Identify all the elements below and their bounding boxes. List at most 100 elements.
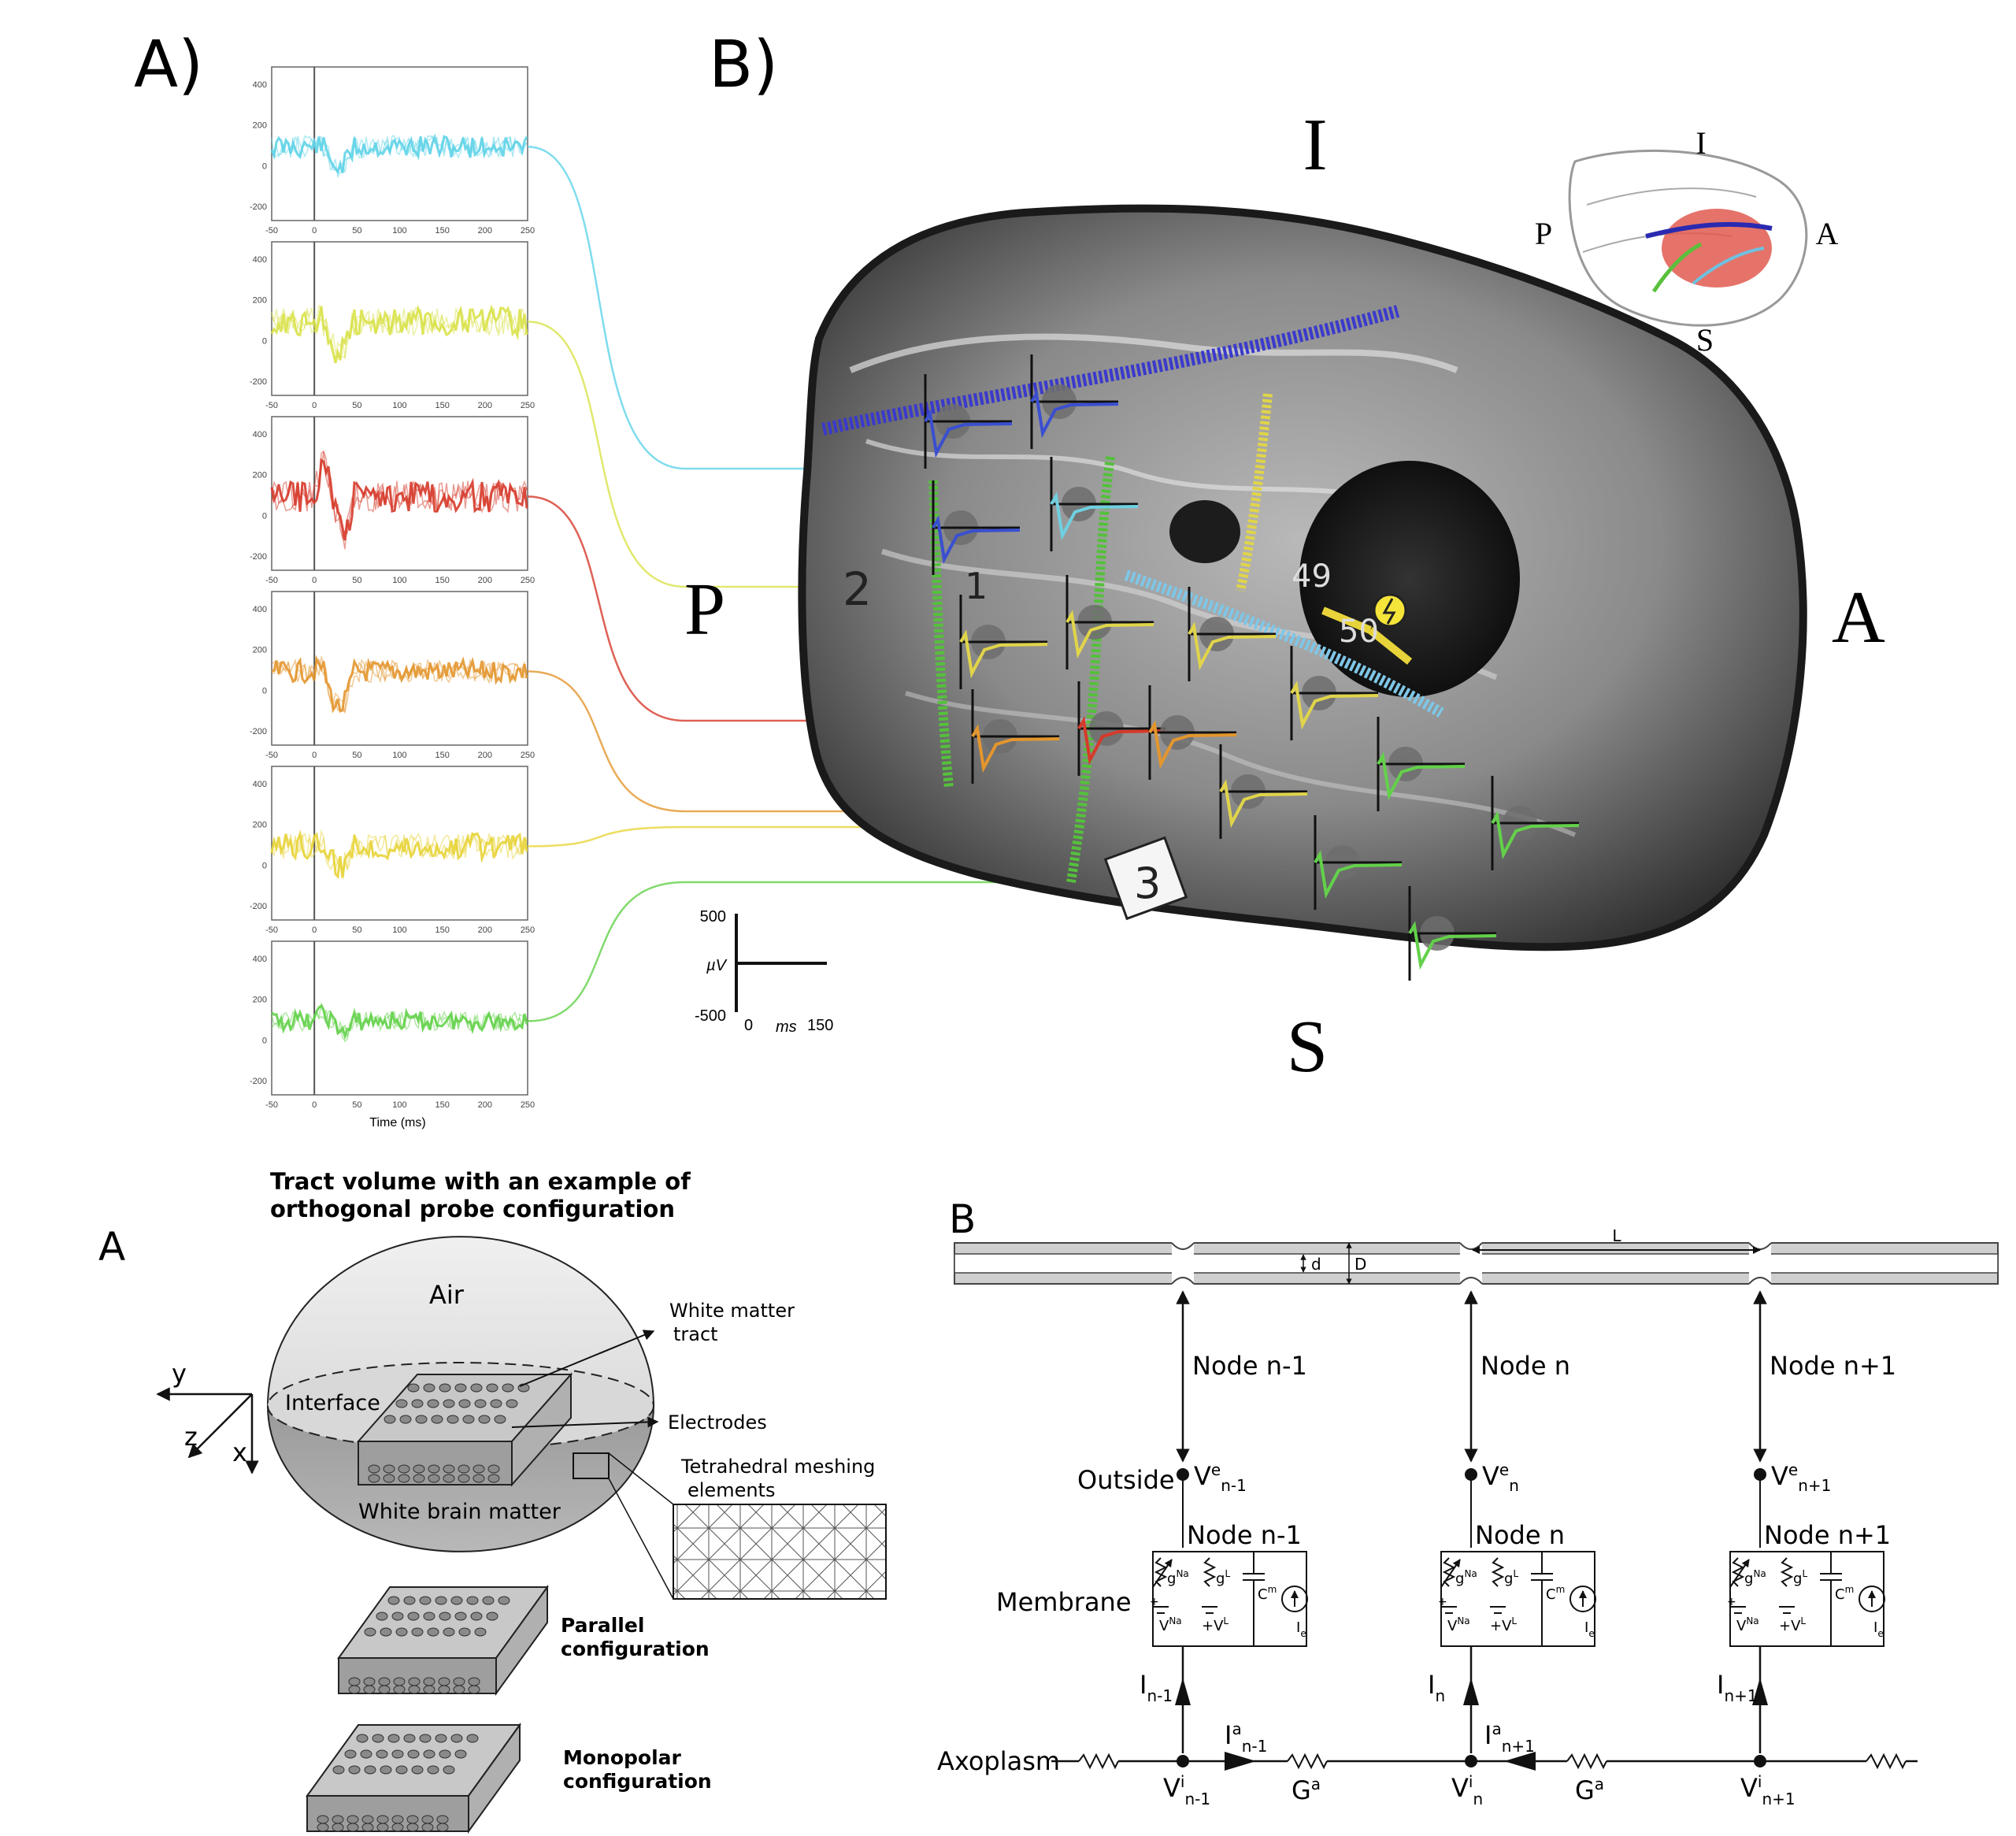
inset-orientation-left: P [1535, 216, 1552, 251]
erp-x-tick: 100 [392, 226, 406, 236]
electrode-dot [408, 1685, 421, 1694]
electrode-dot [332, 1815, 344, 1824]
erp-x-tick: 100 [392, 925, 406, 935]
electrode-dot [348, 1765, 361, 1775]
erp-x-tick: 200 [478, 751, 492, 760]
electrode-dot [494, 1415, 506, 1424]
label-parallel-line2: configuration [561, 1638, 710, 1660]
electrode-dot [407, 1749, 420, 1759]
electrode-dot [384, 1415, 396, 1424]
mesh-zoom-panel [673, 1504, 887, 1600]
erp-x-tick: 50 [352, 1100, 361, 1110]
recording-site [932, 480, 1021, 575]
electrode-dot [443, 1399, 455, 1408]
electrode-dot [406, 1823, 419, 1832]
electrode-dot [391, 1815, 404, 1824]
erp-y-tick: -200 [250, 902, 267, 911]
stimulation-symbol [1321, 593, 1413, 665]
electrode-dot [395, 1765, 408, 1775]
electrode-dot [435, 1734, 447, 1743]
electrode-dot [454, 1612, 467, 1621]
label-parallel-line1: Parallel [561, 1614, 644, 1637]
electrode-dot [421, 1823, 434, 1832]
scale-unit-t: ms [776, 1018, 797, 1036]
erp-x-tick: 200 [478, 925, 492, 935]
erp-y-tick: 200 [253, 121, 267, 131]
recording-sites [924, 354, 1580, 981]
recording-site [1219, 744, 1308, 839]
erp-trace [271, 1001, 528, 1039]
electrode-dot [398, 1464, 410, 1474]
node-label: Node n [1480, 1351, 1570, 1381]
electrode-dot [470, 1612, 483, 1621]
erp-x-tick: 250 [521, 751, 535, 760]
electrode-dot [502, 1383, 514, 1393]
v-na-label: VNa [1447, 1615, 1470, 1634]
g-na-label: gNa [1167, 1568, 1189, 1587]
electrode-dot [368, 1464, 380, 1474]
electrode-dot [436, 1815, 449, 1824]
erp-x-tick: 100 [392, 401, 406, 410]
recording-site [1188, 587, 1277, 681]
node-label-membrane: Node n+1 [1764, 1520, 1891, 1550]
axial-current-label: Ian-1 [1225, 1719, 1267, 1756]
erp-x-axis-label: Time (ms) [369, 1116, 425, 1129]
electrode-dot [363, 1685, 376, 1694]
electrode-dot [498, 1596, 510, 1605]
electrode-dot [435, 1596, 447, 1605]
electrode-strip-yellow [1236, 393, 1273, 592]
erp-y-tick: 400 [253, 80, 267, 90]
erp-y-tick: 200 [253, 296, 267, 306]
electrode-dot [407, 1612, 420, 1621]
tract-title-line1: Tract volume with an example of [270, 1168, 691, 1195]
label-mesh-line1: Tetrahedral meshing [680, 1456, 875, 1478]
electrode-dot [415, 1415, 428, 1424]
electrode-dot [391, 1612, 404, 1621]
electrode-dot [391, 1749, 404, 1759]
electrode-dot [486, 1612, 498, 1621]
electrode-dot [317, 1823, 329, 1832]
axis-z-label: z [184, 1422, 198, 1452]
electrode-dot [393, 1685, 406, 1694]
electrode-strip-green-2 [1066, 456, 1115, 883]
erp-x-tick: -50 [265, 751, 278, 760]
axial-resistor [1566, 1753, 1607, 1770]
erp-x-tick: 200 [478, 1100, 492, 1110]
resection-cavity [1299, 461, 1520, 697]
electrode-dot [364, 1627, 376, 1637]
current-label: In+1 [1717, 1670, 1758, 1705]
scale-x-end: 150 [807, 1017, 833, 1034]
electrode-dot [466, 1596, 479, 1605]
recording-site [959, 595, 1048, 689]
recording-site [1077, 681, 1166, 776]
axial-current-arrow [1225, 1752, 1256, 1771]
erp-y-tick: 200 [253, 996, 267, 1005]
erp-y-tick: 400 [253, 780, 267, 789]
erp-y-tick: 0 [262, 161, 267, 171]
erp-x-tick: 250 [521, 925, 535, 935]
vi-label: Vin-1 [1163, 1772, 1210, 1808]
vi-label: Vin+1 [1740, 1772, 1796, 1808]
electrode-dot [472, 1464, 485, 1474]
electrode-dot [317, 1815, 329, 1824]
electrode-dot [439, 1749, 451, 1759]
ve-label: Ven+1 [1771, 1460, 1831, 1495]
electrode-dot [376, 1823, 389, 1832]
axial-resistor [1866, 1753, 1907, 1770]
recording-site [1377, 717, 1466, 811]
v-l-label: +VL [1779, 1615, 1806, 1634]
tract-title-line2: orthogonal probe configuration [270, 1196, 675, 1222]
erp-x-tick: 0 [312, 401, 317, 410]
electrode-dot [423, 1677, 435, 1686]
electrode-dot [458, 1399, 471, 1408]
erp-x-tick: 250 [521, 1100, 535, 1110]
erp-x-tick: 200 [478, 401, 492, 410]
parallel-config-block [337, 1584, 549, 1697]
panel-a-top-label: A) [134, 28, 203, 102]
erp-y-tick: 0 [262, 686, 267, 695]
g-na-label: gNa [1455, 1568, 1477, 1587]
electrode-dot [378, 1677, 391, 1686]
